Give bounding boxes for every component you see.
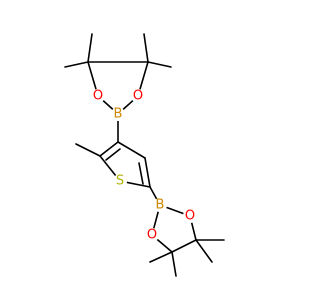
bond-c1-methyl-left <box>64 61 89 68</box>
atom-boron-2: B <box>156 198 165 213</box>
atom-oxygen-4: O <box>185 209 195 224</box>
atom-boron-1: B <box>114 107 123 122</box>
bond-c4-c5 <box>144 157 151 188</box>
atom-sulfur: S <box>116 174 124 189</box>
bond-c2t-methyl <box>75 143 101 157</box>
atom-oxygen-3: O <box>147 228 157 243</box>
bond-c6-c7 <box>171 239 197 253</box>
bond-c6-methyl-left <box>149 251 173 263</box>
bond-c4-c5-double <box>138 162 144 185</box>
bond-c2t-c3 <box>99 141 119 157</box>
bond-c2t-c3-double <box>105 148 121 161</box>
atom-oxygen-1: O <box>93 89 103 104</box>
molecular-structure: O O B S B O O <box>64 33 225 277</box>
bond-c6-methyl-down <box>171 251 177 277</box>
atom-oxygen-2: O <box>133 89 143 104</box>
bond-c1-methyl-up <box>87 33 93 63</box>
bond-c3-c4 <box>117 141 146 159</box>
bond-c7-methyl-down <box>195 239 213 263</box>
bond-c2-methyl-right <box>147 61 172 68</box>
bond-c2-methyl-up <box>143 33 149 63</box>
